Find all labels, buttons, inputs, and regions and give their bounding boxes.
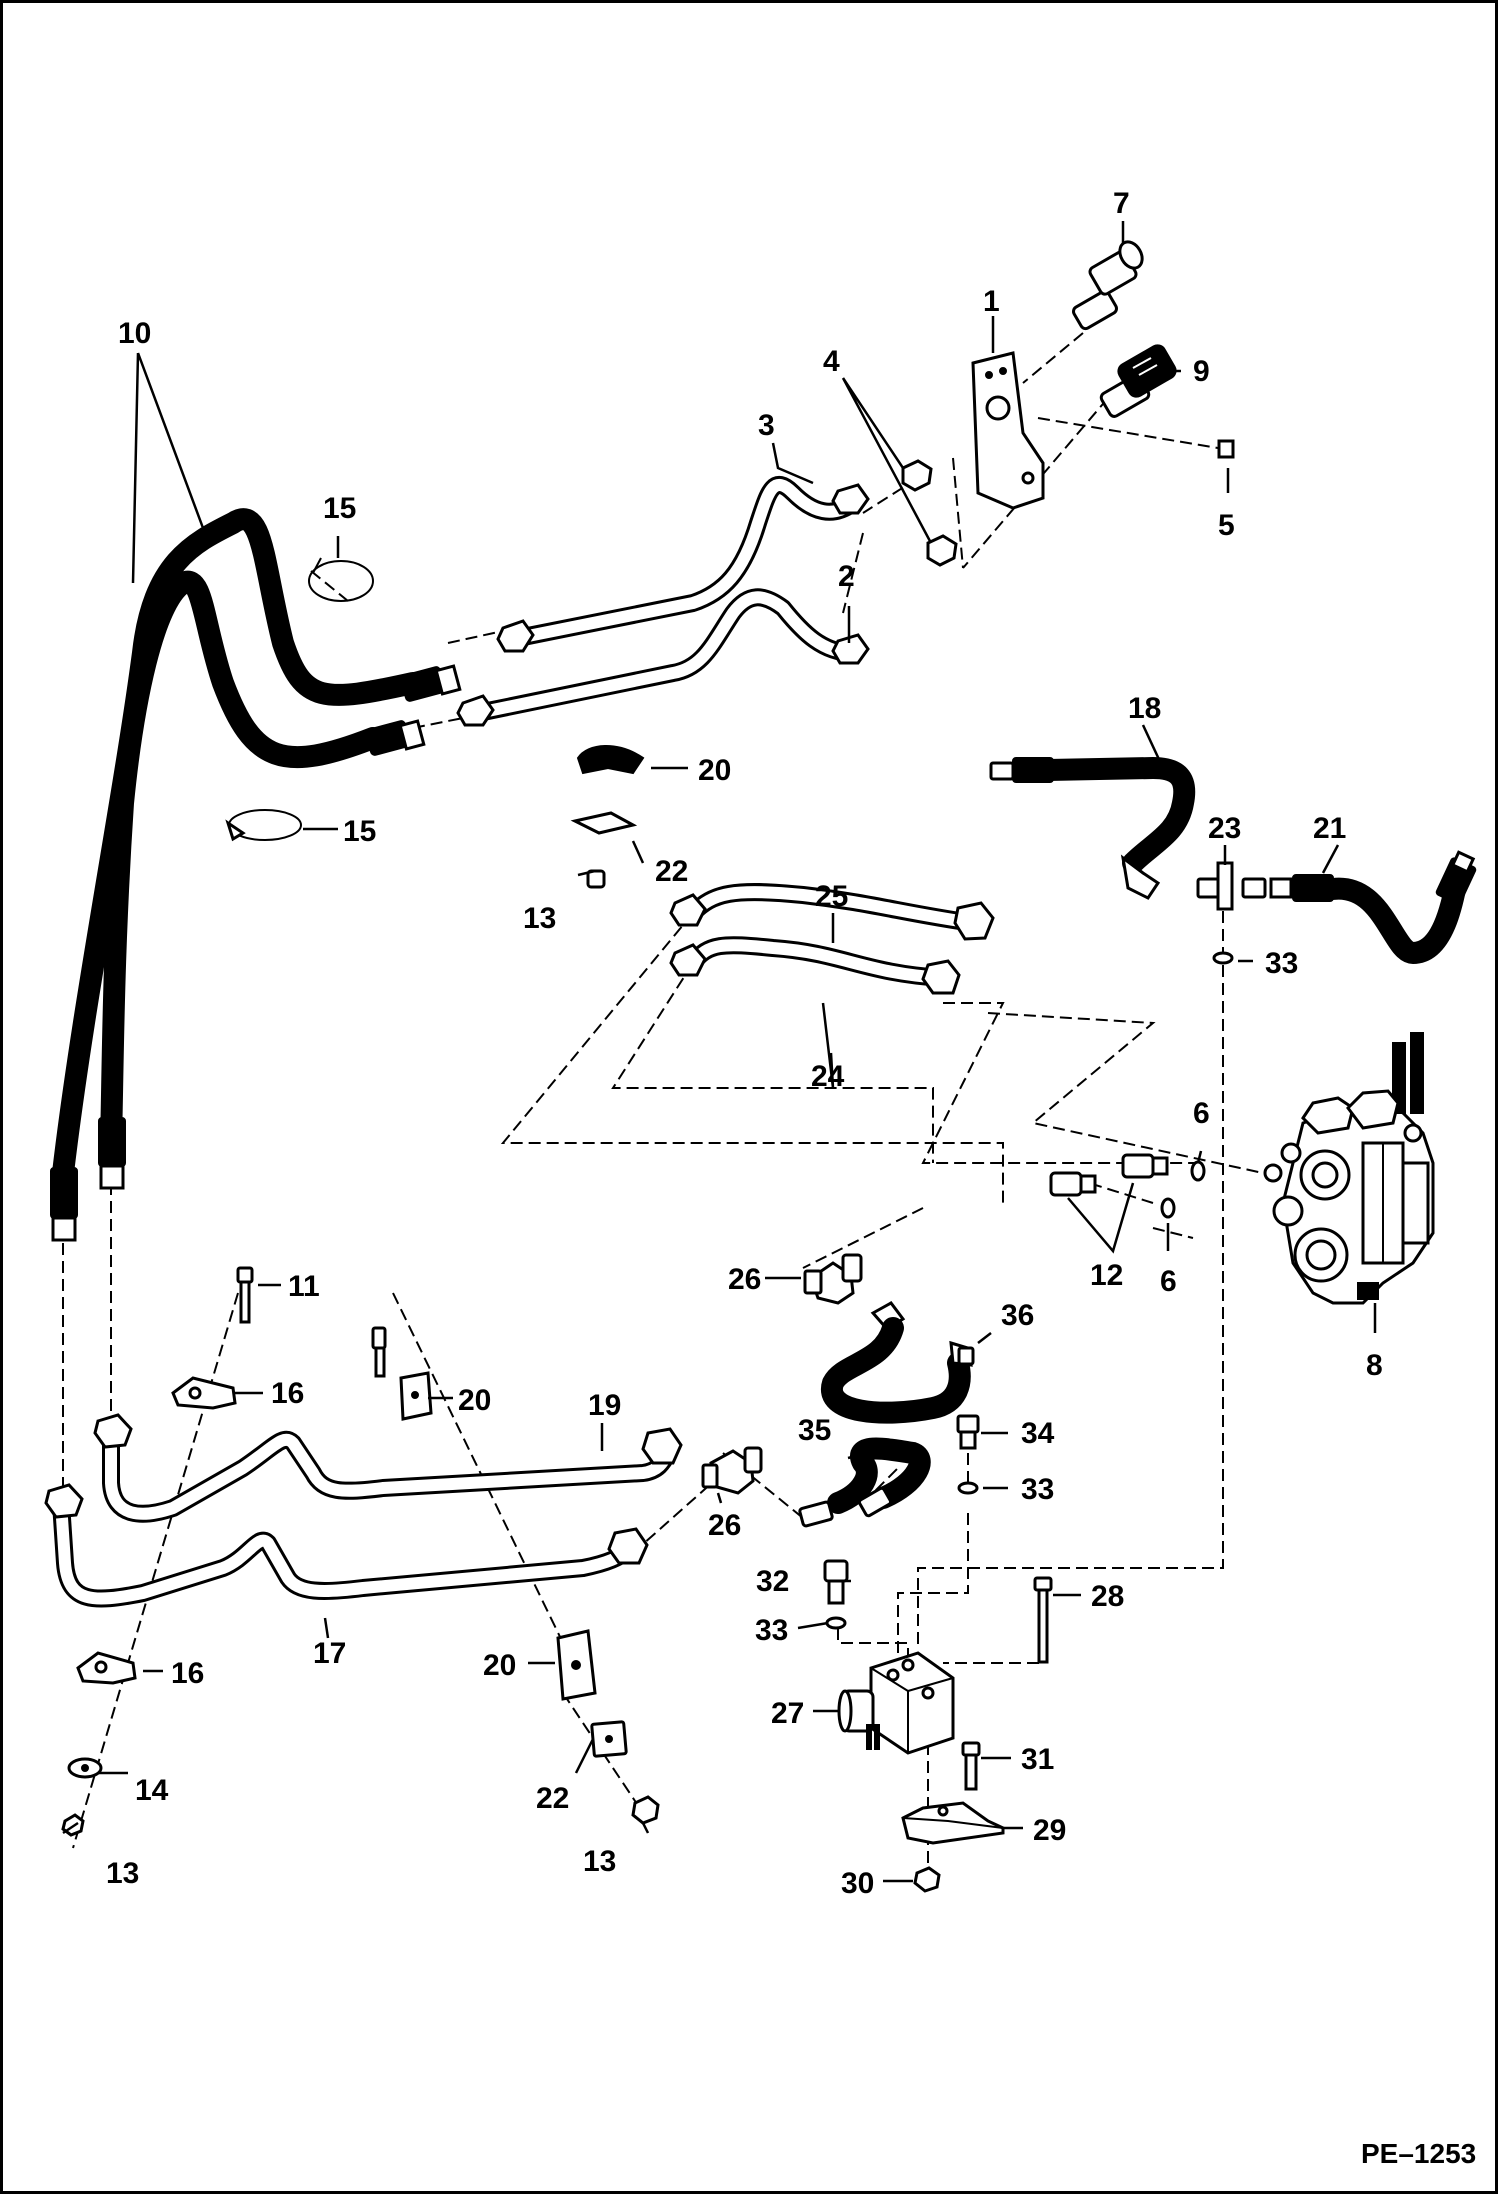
callout-13b: 13 [106,1857,139,1890]
callout-24: 24 [811,1060,845,1093]
callout-19: 19 [588,1389,621,1422]
hoses-18-21 [989,757,1477,965]
callout-17: 17 [313,1637,346,1670]
clamps-15 [225,557,374,842]
callout-10: 10 [118,317,151,350]
callout-23: 23 [1208,812,1241,845]
callout-2: 2 [838,560,855,593]
callout-1: 1 [983,285,1000,318]
clip-group-top [570,745,645,889]
callout-labels: 1 2 3 4 5 6 6 7 8 9 10 11 12 13 13 13 14… [106,187,1476,2169]
callout-18: 18 [1128,692,1161,725]
tubes-17-19 [44,1413,683,1608]
tubes-2-3 [456,476,870,727]
callout-34: 34 [1021,1417,1055,1450]
tees-and-hoses-lower [701,1253,975,1528]
callout-33a: 33 [1265,947,1298,980]
callout-28: 28 [1091,1580,1124,1613]
callout-36: 36 [1001,1299,1034,1332]
callout-9: 9 [1193,355,1210,388]
callout-33c: 33 [755,1614,788,1647]
callout-3: 3 [758,409,775,442]
callout-8: 8 [1366,1349,1383,1382]
callout-25: 25 [815,880,848,913]
callout-33b: 33 [1021,1473,1054,1506]
callout-30: 30 [841,1867,874,1900]
callout-20a: 20 [698,754,731,787]
callout-15a: 15 [323,492,356,525]
callout-26a: 26 [728,1263,761,1296]
callout-31: 31 [1021,1743,1054,1776]
callout-21: 21 [1313,812,1346,845]
callout-5: 5 [1218,509,1235,542]
fittings-32-33-34 [823,1414,980,1630]
callout-16a: 16 [271,1377,304,1410]
callout-29: 29 [1033,1814,1066,1847]
tubes-24-25 [669,883,995,995]
parts-diagram: 1 2 3 4 5 6 6 7 8 9 10 11 12 13 13 13 14… [44,187,1477,2169]
callout-32: 32 [756,1565,789,1598]
callout-22b: 22 [536,1782,569,1815]
assembly-lines [62,332,1264,1863]
callout-15b: 15 [343,815,376,848]
clip-group-bottom [371,1326,660,1825]
valve-block-27 [837,1576,1053,1893]
leader-lines [62,221,1377,1883]
adapters-12 [1049,1153,1206,1219]
bulkhead-bracket [901,240,1235,567]
callout-11: 11 [288,1270,320,1303]
control-valve-8 [1263,1032,1435,1305]
drawing-code: PE–1253 [1361,2138,1476,2169]
clips-16-bottom-left [61,1266,254,1837]
callout-35: 35 [798,1414,831,1447]
callout-22a: 22 [655,855,688,888]
callout-6a: 6 [1193,1097,1210,1130]
callout-6b: 6 [1160,1265,1177,1298]
hose-10 [50,508,462,1242]
callout-13a: 13 [523,902,556,935]
callout-14: 14 [135,1774,169,1807]
callout-7: 7 [1113,187,1130,220]
callout-20b: 20 [458,1384,491,1417]
callout-4: 4 [823,345,840,378]
callout-26b: 26 [708,1509,741,1542]
callout-13c: 13 [583,1845,616,1878]
callout-16b: 16 [171,1657,204,1690]
callout-20c: 20 [483,1649,516,1682]
callout-27: 27 [771,1697,804,1730]
callout-12: 12 [1090,1259,1123,1292]
